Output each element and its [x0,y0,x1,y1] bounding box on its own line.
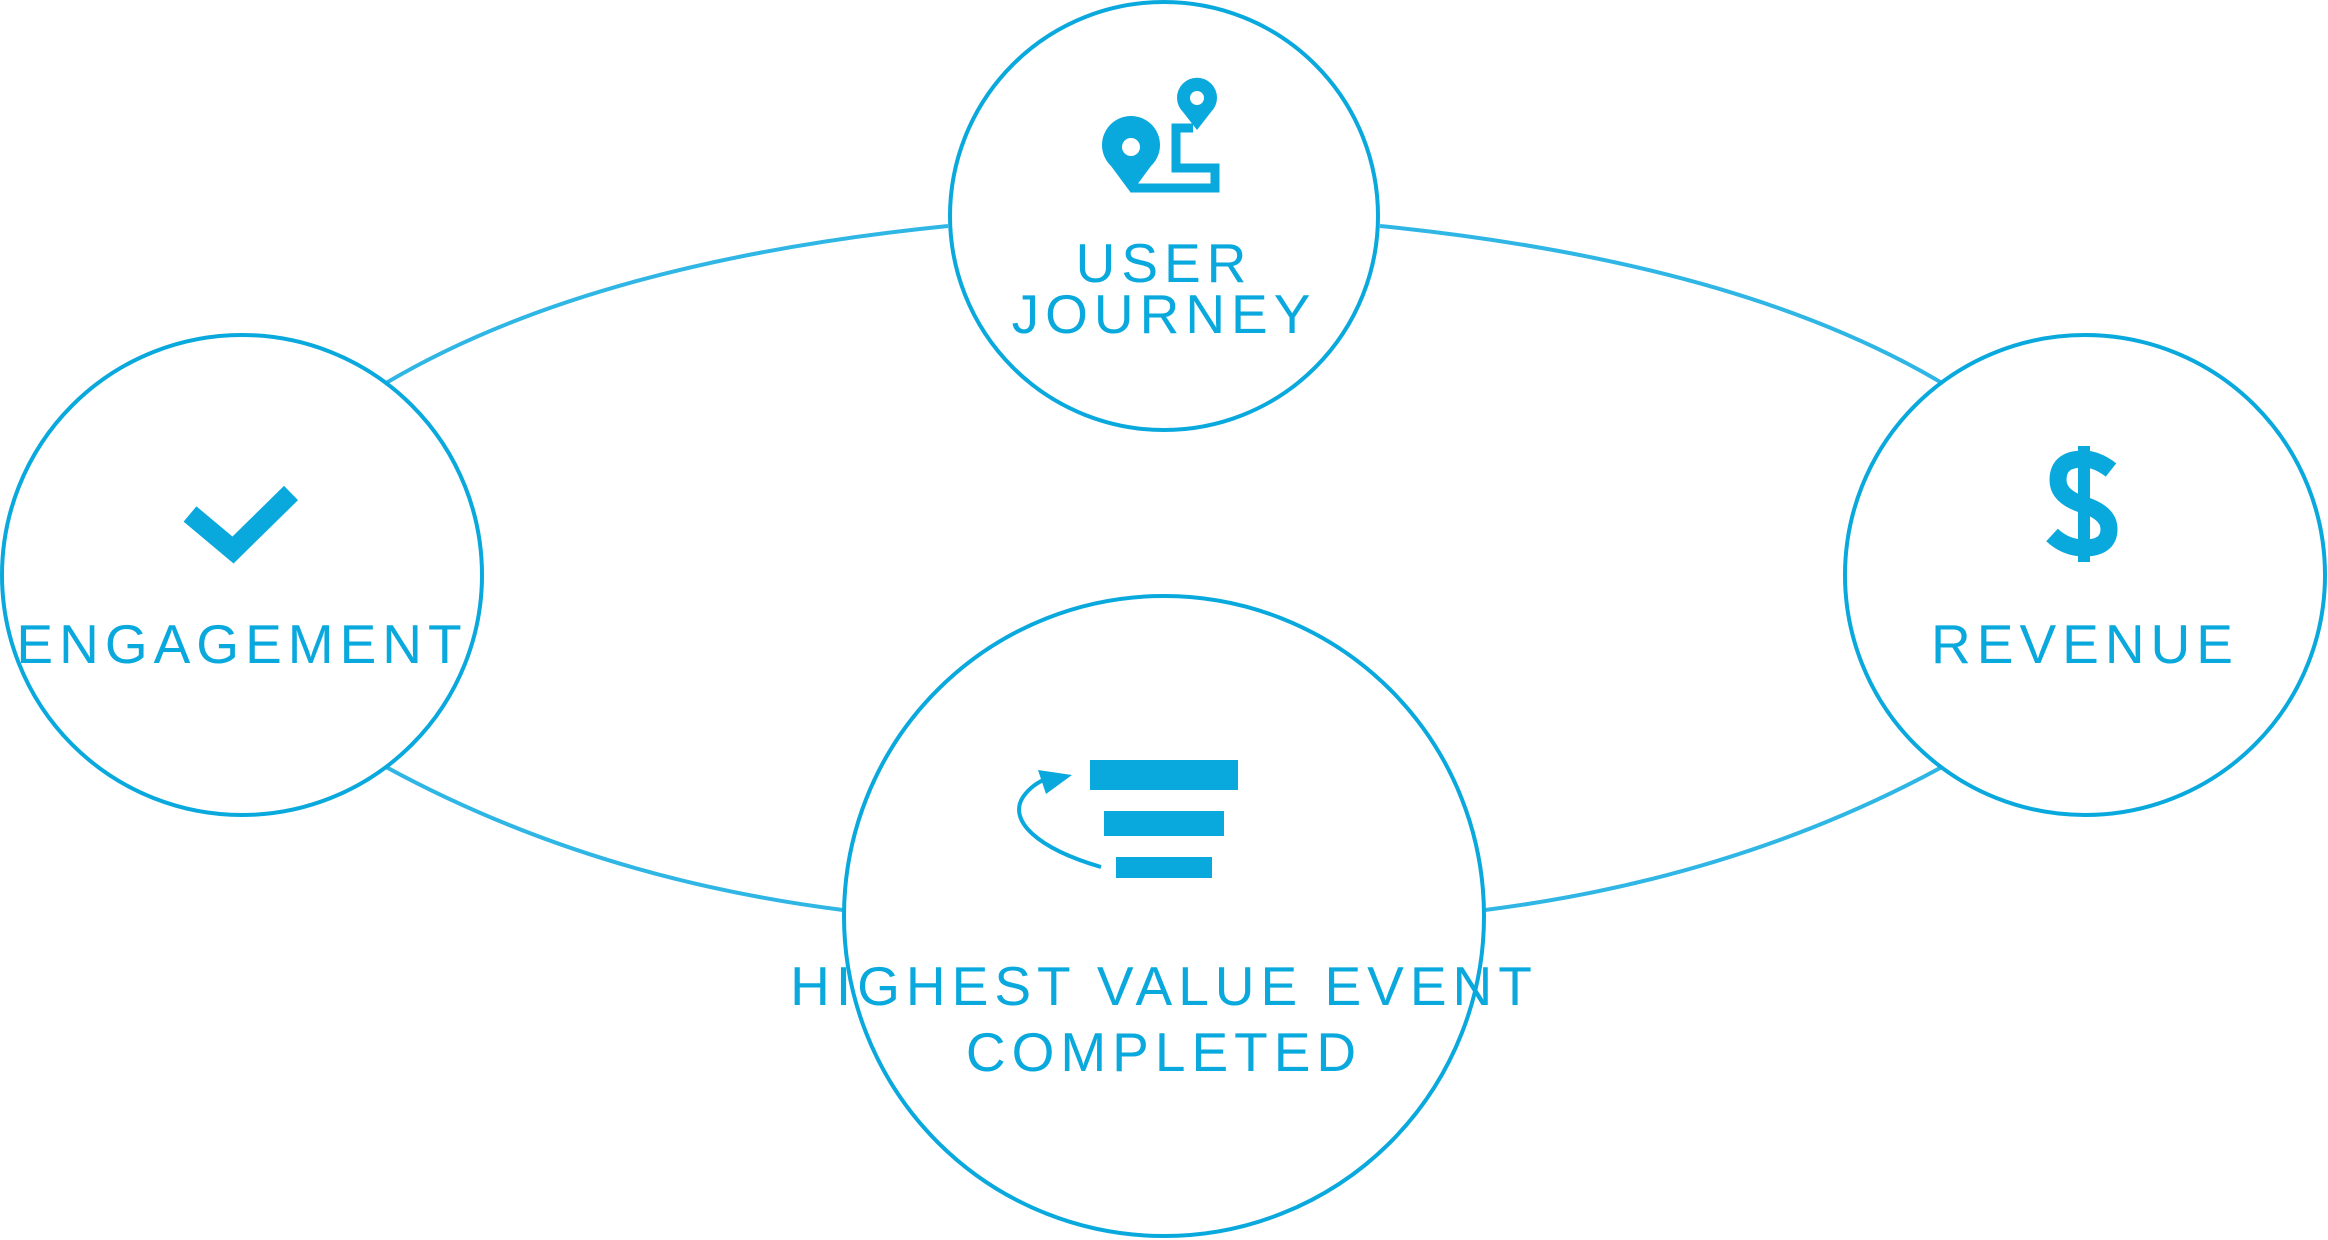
connector-arcs [384,224,1944,912]
node-revenue: REVENUE [1843,333,2327,817]
engagement-label: ENGAGEMENT [16,613,467,675]
dollar-sign-icon [2046,446,2118,562]
connector-engagement-to-highest-value-event [385,765,844,912]
connector-user-journey-to-revenue [1379,224,1944,385]
node-highest-value-event: HIGHEST VALUE EVENT COMPLETED [790,594,1538,1238]
connector-engagement-to-user-journey [384,224,949,385]
node-user-journey-circle [948,0,1380,432]
user-journey-label-line2: JOURNEY [1012,283,1317,345]
user-journey-label-line1: USER [1076,232,1253,294]
map-route-icon [1102,77,1220,193]
funnel-loop-icon [1017,760,1238,878]
checkmark-icon [183,485,299,564]
highest-value-event-label-line2: COMPLETED [966,1021,1362,1083]
node-user-journey: USER JOURNEY [948,0,1380,432]
highest-value-event-label-line1: HIGHEST VALUE EVENT [790,955,1538,1017]
connector-revenue-to-highest-value-event [1484,765,1943,912]
node-revenue-circle [1843,333,2327,817]
node-engagement: ENGAGEMENT [0,333,484,817]
node-highest-value-event-circle [842,594,1486,1238]
revenue-label: REVENUE [1931,613,2239,675]
node-engagement-circle [0,333,484,817]
